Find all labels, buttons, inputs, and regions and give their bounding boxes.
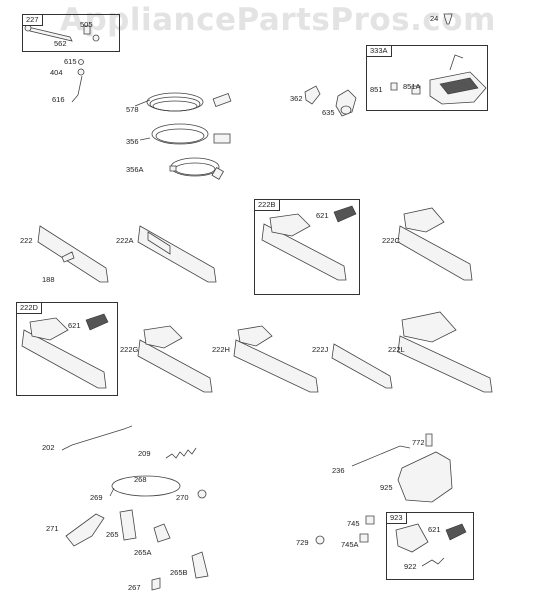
part-222D-bracket xyxy=(21,317,107,389)
callout-265B: 265B xyxy=(170,568,188,577)
callout-222C: 222C xyxy=(382,236,400,245)
part-772-screw xyxy=(425,433,433,447)
callout-236: 236 xyxy=(332,466,345,475)
part-851-screw xyxy=(390,82,398,91)
callout-209: 209 xyxy=(138,449,151,458)
group-label-923: 923 xyxy=(387,513,407,524)
part-227-lever xyxy=(24,24,100,42)
callout-268: 268 xyxy=(134,475,147,484)
callout-621-c: 621 xyxy=(428,525,441,534)
part-265B-clamp xyxy=(191,551,209,579)
part-923-governor xyxy=(395,523,445,567)
callout-222J: 222J xyxy=(312,345,329,354)
part-24-screw xyxy=(443,13,453,25)
group-box-923: 923 xyxy=(386,512,474,580)
part-202-rod xyxy=(61,425,133,451)
callout-202: 202 xyxy=(42,443,55,452)
part-925-cover xyxy=(397,451,453,503)
part-222A-bracket xyxy=(137,225,217,283)
callout-356A: 356A xyxy=(126,165,144,174)
part-271-lever xyxy=(65,513,105,547)
callout-265A: 265A xyxy=(134,548,152,557)
part-356A-wire xyxy=(169,157,225,180)
part-222C-bracket xyxy=(397,207,473,281)
callout-269: 269 xyxy=(90,493,103,502)
part-268-cable xyxy=(109,475,181,497)
callout-621-b: 621 xyxy=(68,321,81,330)
part-851A-screw xyxy=(411,85,421,95)
part-209-spring xyxy=(165,447,197,459)
callout-621-a: 621 xyxy=(316,211,329,220)
part-270-nut xyxy=(197,489,207,499)
callout-404: 404 xyxy=(50,68,63,77)
part-222L-bracket xyxy=(397,311,493,393)
callout-222L: 222L xyxy=(388,345,405,354)
part-745A-screw xyxy=(359,533,369,543)
part-621-clip-c xyxy=(445,523,467,541)
group-box-222D: 222D xyxy=(16,302,118,396)
part-621-clip-a xyxy=(333,205,357,223)
group-box-333A: 333A xyxy=(366,45,488,111)
callout-922: 922 xyxy=(404,562,417,571)
part-621-clip-b xyxy=(85,313,109,331)
callout-505: 505 xyxy=(80,20,93,29)
callout-925: 925 xyxy=(380,483,393,492)
callout-745: 745 xyxy=(347,519,360,528)
part-265-bracket xyxy=(119,509,137,541)
callout-265: 265 xyxy=(106,530,119,539)
callout-729: 729 xyxy=(296,538,309,547)
callout-851A: 851A xyxy=(403,82,421,91)
part-267-screw xyxy=(151,577,161,591)
part-236-rod xyxy=(351,445,411,467)
part-222J-bracket xyxy=(331,343,393,389)
callout-851: 851 xyxy=(370,85,383,94)
part-578-wire xyxy=(134,92,232,112)
group-label-222B: 222B xyxy=(255,200,280,211)
callout-635: 635 xyxy=(322,108,335,117)
part-745-screw xyxy=(365,515,375,525)
part-333A-module xyxy=(429,54,487,105)
part-265A-clamp xyxy=(153,523,171,543)
callout-772: 772 xyxy=(412,438,425,447)
callout-616: 616 xyxy=(52,95,65,104)
callout-24: 24 xyxy=(430,14,439,23)
callout-270: 270 xyxy=(176,493,189,502)
callout-267: 267 xyxy=(128,583,141,592)
group-label-222D: 222D xyxy=(17,303,42,314)
watermark: AppliancePartsPros.com xyxy=(60,2,496,38)
group-box-222B: 222B xyxy=(254,199,360,295)
callout-222H: 222H xyxy=(212,345,230,354)
part-222B-bracket xyxy=(261,213,347,281)
callout-356: 356 xyxy=(126,137,139,146)
part-188-screw xyxy=(61,251,75,263)
callout-615: 615 xyxy=(64,57,77,66)
part-222G-bracket xyxy=(137,325,213,393)
callout-222A: 222A xyxy=(116,236,134,245)
group-label-227: 227 xyxy=(23,15,43,26)
part-222H-bracket xyxy=(233,325,319,393)
group-box-227: 227 xyxy=(22,14,120,52)
callout-362: 362 xyxy=(290,94,303,103)
callout-188: 188 xyxy=(42,275,55,284)
part-356-wire xyxy=(139,123,231,145)
callout-578: 578 xyxy=(126,105,139,114)
callout-745A: 745A xyxy=(341,540,359,549)
callout-562: 562 xyxy=(54,39,67,48)
callout-271: 271 xyxy=(46,524,59,533)
part-616-rod xyxy=(71,59,85,103)
callout-222G: 222G xyxy=(120,345,139,354)
group-label-333A: 333A xyxy=(367,46,392,57)
part-362-clip xyxy=(304,85,321,105)
part-729-nut xyxy=(315,535,325,545)
callout-222: 222 xyxy=(20,236,33,245)
part-635-connector xyxy=(335,89,357,117)
